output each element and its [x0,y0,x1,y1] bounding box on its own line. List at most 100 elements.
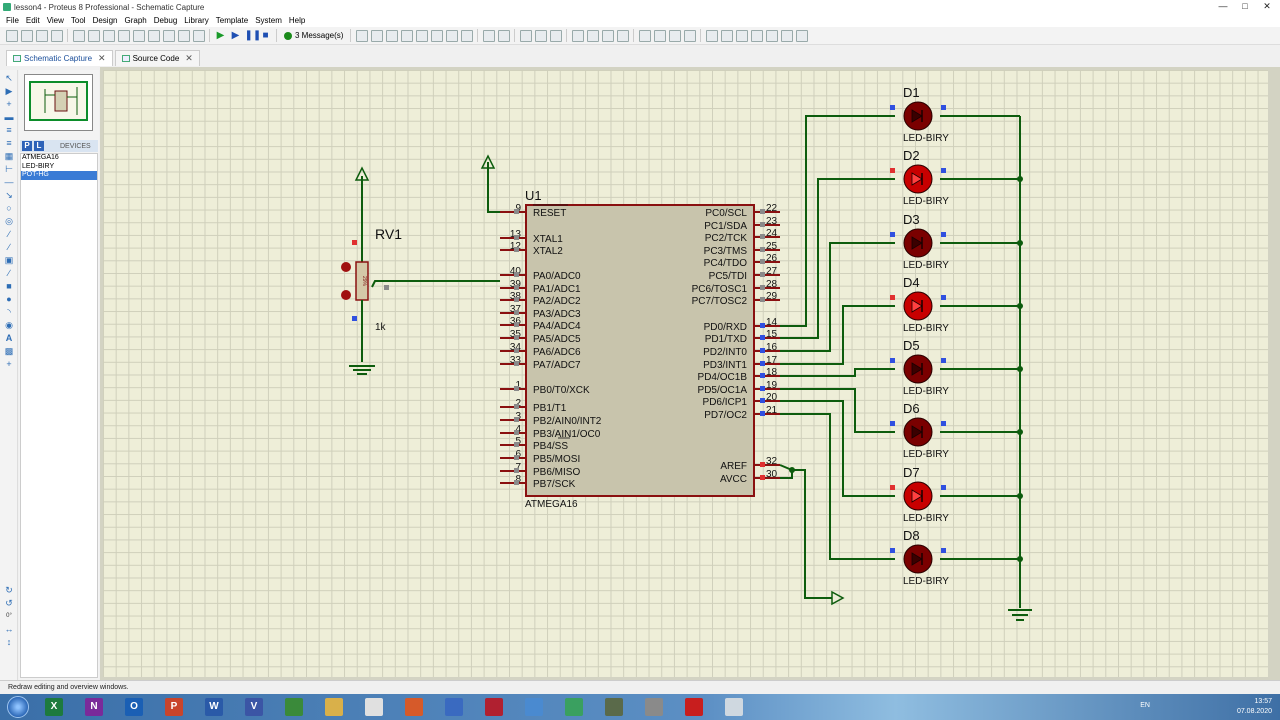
pause-simulation-icon[interactable]: ❚❚ [244,29,262,41]
junction-dot-icon[interactable]: + [6,99,12,109]
help-icon[interactable] [192,29,205,42]
netlist-icon[interactable] [780,29,793,42]
home-icon[interactable] [72,29,85,42]
make-device-icon[interactable] [653,29,666,42]
menu-view[interactable]: View [46,16,64,25]
menu-library[interactable]: Library [184,16,209,25]
report-icon[interactable] [795,29,808,42]
decompose-icon[interactable] [683,29,696,42]
line-icon[interactable]: ∕ [8,268,10,278]
graph-icon[interactable]: ↘ [5,190,13,200]
paste-icon[interactable] [549,29,562,42]
messages-indicator[interactable]: 3 Message(s) [284,31,343,40]
taskbar-app-2[interactable]: O [117,695,151,719]
box-icon[interactable]: ■ [6,281,12,291]
current-probe-icon[interactable]: ∕ [8,242,10,252]
taskbar-app-4[interactable]: W [197,695,231,719]
text-script-icon[interactable]: ≡ [6,125,12,135]
overview-window[interactable] [24,74,93,131]
maximize-button[interactable]: □ [1242,1,1248,11]
taskbar-app-8[interactable] [357,695,391,719]
packaging-icon[interactable] [668,29,681,42]
close-project-icon[interactable] [50,29,63,42]
menu-debug[interactable]: Debug [153,16,178,25]
taskbar-app-9[interactable] [397,695,431,719]
cut-icon[interactable] [519,29,532,42]
bom-icon[interactable] [147,29,160,42]
voltage-probe-icon[interactable]: ∕ [8,229,10,239]
3d-icon[interactable] [117,29,130,42]
tab-source-code[interactable]: Source Code ✕ [114,50,200,66]
zoom-out-icon[interactable] [430,29,443,42]
schematic-icon[interactable] [87,29,100,42]
path-icon[interactable]: ◉ [5,320,13,330]
block-copy-icon[interactable] [571,29,584,42]
menu-file[interactable]: File [6,16,19,25]
close-tab-icon[interactable]: ✕ [98,53,106,63]
overview-viewport[interactable] [29,81,88,121]
marker-icon[interactable]: + [6,359,12,369]
taskbar-app-13[interactable] [557,695,591,719]
taskbar-app-7[interactable] [317,695,351,719]
new-file-icon[interactable] [5,29,18,42]
copy-icon[interactable] [534,29,547,42]
minimize-button[interactable]: — [1218,1,1228,11]
taskbar-app-15[interactable] [637,695,671,719]
pan-icon[interactable] [400,29,413,42]
menu-graph[interactable]: Graph [124,16,147,25]
device-item[interactable]: ATMEGA16 [22,154,59,161]
input-language[interactable]: EN [1140,702,1150,709]
source-code-icon[interactable] [162,29,175,42]
refresh-icon[interactable] [355,29,368,42]
virtual-instruments-icon[interactable]: ▣ [4,255,14,265]
close-button[interactable]: ✕ [1263,1,1271,11]
taskbar-app-3[interactable]: P [157,695,191,719]
new-sheet-icon[interactable] [750,29,763,42]
device-pins-icon[interactable]: — [4,177,14,187]
taskbar-app-10[interactable] [437,695,471,719]
zoom-in-icon[interactable] [415,29,428,42]
block-delete-icon[interactable] [616,29,629,42]
search-icon[interactable] [720,29,733,42]
close-tab-icon[interactable]: ✕ [185,53,193,63]
grid-icon[interactable] [370,29,383,42]
menu-system[interactable]: System [255,16,282,25]
selection-mode-icon[interactable]: ↖ [5,73,13,83]
zoom-all-icon[interactable] [445,29,458,42]
run-simulation-icon[interactable]: ▶ [216,29,225,41]
buses-icon[interactable]: ≡ [6,138,12,148]
block-rotate-icon[interactable] [601,29,614,42]
menu-design[interactable]: Design [92,16,118,25]
start-button[interactable] [7,696,29,718]
rotate-ccw-icon[interactable]: ↺ [5,598,13,608]
stop-simulation-icon[interactable]: ■ [262,29,269,41]
symbol-icon[interactable]: ▩ [4,346,14,356]
zoom-area-icon[interactable] [460,29,473,42]
pcb-icon[interactable] [102,29,115,42]
wire-autorouter-icon[interactable] [705,29,718,42]
origin-icon[interactable] [385,29,398,42]
system-clock[interactable]: 13:57 07.08.2020 [1237,697,1272,717]
menu-tool[interactable]: Tool [70,16,86,25]
taskbar-app-17[interactable] [717,695,751,719]
taskbar-app-1[interactable]: N [77,695,111,719]
undo-icon[interactable] [482,29,495,42]
step-simulation-icon[interactable]: ▶ [231,29,240,41]
property-tool-icon[interactable] [735,29,748,42]
pick-devices-button[interactable]: P [22,141,32,151]
taskbar-app-14[interactable] [597,695,631,719]
text-icon[interactable]: A [5,333,13,343]
menu-help[interactable]: Help [288,16,306,25]
arc-icon[interactable]: ◝ [7,307,11,317]
taskbar-app-5[interactable]: V [237,695,271,719]
block-move-icon[interactable] [586,29,599,42]
component-mode-icon[interactable]: ▶ [5,86,13,96]
device-item[interactable]: LED-BIRY [22,162,55,170]
menu-edit[interactable]: Edit [25,16,40,25]
gerber-icon[interactable] [132,29,145,42]
taskbar-app-0[interactable]: X [37,695,71,719]
device-item[interactable]: POT-HG [21,171,97,180]
rotate-cw-icon[interactable]: ↻ [5,585,13,595]
taskbar-app-16[interactable] [677,695,711,719]
